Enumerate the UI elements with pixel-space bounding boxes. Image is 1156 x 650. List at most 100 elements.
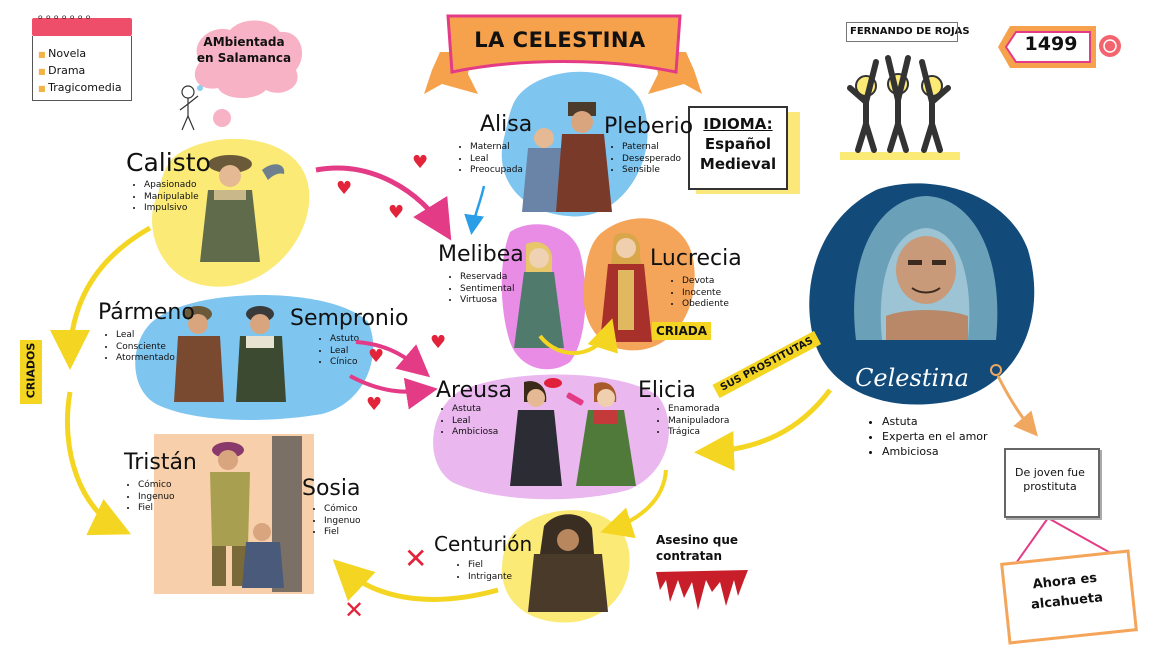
parent-arrow [464, 185, 486, 235]
elicia-name: Elicia [638, 378, 696, 403]
trait-item: Fiel [468, 560, 512, 572]
areusa-elicia-illustration [510, 381, 636, 486]
trait-item: Preocupada [470, 165, 523, 177]
calisto-illustration [200, 155, 285, 262]
genre-notepad: ᵒᵒᵒᵒᵒᵒᵒ ■ Novela ■ Drama ■ Tragicomedia [32, 12, 132, 102]
lucrecia-name: Lucrecia [650, 246, 742, 271]
centurion-name: Centurión [434, 532, 533, 556]
trait-item: Astuta [452, 404, 498, 416]
alisa-pleberio-illustration [522, 102, 612, 212]
setting-text: AMbientada en Salamanca [196, 35, 292, 65]
trait-item: Leal [330, 346, 359, 358]
pleberio-traits: Paternal Desesperado Sensible [610, 142, 681, 177]
trait-item: Intrigante [468, 572, 512, 584]
arrow-elicia-centurion [600, 469, 668, 539]
author-box [846, 22, 958, 42]
thinking-stick-figure [179, 85, 203, 131]
genre-item: ■ Tragicomedia [38, 81, 122, 94]
title-banner [424, 14, 702, 94]
trait-item: Leal [452, 416, 498, 428]
areusa-traits: Astuta Leal Ambiciosa [440, 404, 498, 439]
servants-arrow-calisto [50, 225, 152, 370]
heart-icon: ♥ [388, 202, 405, 223]
trait-item: Leal [470, 154, 523, 166]
past-note-text: De joven fue prostituta [1015, 466, 1085, 493]
trait-item: Leal [116, 330, 175, 342]
lips-icon [544, 378, 562, 388]
parmeno-name: Pármeno [98, 300, 195, 325]
heart-icon: ♥ [430, 332, 447, 353]
arrow-centurion-tristan [332, 559, 499, 602]
trait-item: Trágica [668, 427, 729, 439]
calisto-name: Calisto [126, 148, 211, 177]
alisa-traits: Maternal Leal Preocupada [458, 142, 523, 177]
parmeno-traits: Leal Consciente Atormentado [104, 330, 175, 365]
criada-label: CRIADA [652, 322, 712, 340]
language-value: Español [704, 135, 772, 153]
language-value-2: Medieval [699, 155, 777, 173]
love-arrow-calisto-melibea [315, 165, 452, 241]
asesino-label: Asesino que contratan [656, 533, 739, 563]
sosia-traits: Cómico Ingenuo Fiel [312, 504, 361, 539]
trait-item: Devota [682, 276, 729, 288]
trait-item: Inocente [682, 288, 729, 300]
trait-item: Impulsivo [144, 203, 199, 215]
trait-item: Virtuosa [460, 295, 515, 307]
criados-text: CRIADOS [24, 342, 38, 399]
servants-arrow-tristan [64, 391, 132, 536]
trait-item: Ambiciosa [452, 427, 498, 439]
melibea-illustration [514, 242, 564, 348]
celestina-illustration [854, 196, 998, 340]
trait-item: Consciente [116, 342, 175, 354]
trait-item: Fiel [138, 503, 175, 515]
tristan-traits: Cómico Ingenuo Fiel [126, 480, 175, 515]
trait-item: Cínico [330, 357, 359, 369]
tristan-name: Tristán [124, 450, 197, 475]
notepad-body [32, 36, 132, 101]
parmeno-sempronio-illustration [174, 306, 286, 402]
heart-icon: ♥ [336, 178, 353, 199]
lucrecia-illustration [600, 232, 652, 342]
love-arrow-parmeno-areusa [349, 374, 438, 410]
sempronio-name: Sempronio [290, 306, 409, 331]
genre-list: ■ Novela ■ Drama ■ Tragicomedia [38, 46, 122, 97]
trait-item: Ingenuo [324, 516, 361, 528]
people-lifting-icon [840, 55, 960, 160]
cross-icon: ✕ [404, 542, 428, 575]
past-arrow [996, 375, 1038, 437]
melibea-name: Melibea [438, 242, 524, 267]
prostitutes-arrow [694, 388, 832, 471]
sempronio-traits: Astuto Leal Cínico [318, 334, 359, 369]
trait-item: Apasionado [144, 180, 199, 192]
elicia-traits: Enamorada Manipuladora Trágica [656, 404, 729, 439]
alisa-name: Alisa [480, 112, 533, 137]
trait-item: Paternal [622, 142, 681, 154]
trait-item: Astuto [330, 334, 359, 346]
trait-item: Desesperado [622, 154, 681, 166]
trait-item: Astuta [882, 414, 988, 429]
trait-item: Maternal [470, 142, 523, 154]
lucrecia-traits: Devota Inocente Obediente [670, 276, 729, 311]
tristan-sosia-illustration [210, 436, 302, 592]
trait-item: Experta en el amor [882, 429, 988, 444]
trait-item: Atormentado [116, 353, 175, 365]
trait-item: Cómico [324, 504, 361, 516]
language-card: IDIOMA: Español Medieval [688, 106, 788, 190]
trait-item: Enamorada [668, 404, 729, 416]
past-note-card [1004, 448, 1100, 518]
title-text: LA CELESTINA [474, 28, 646, 52]
heart-icon: ♥ [366, 394, 383, 415]
love-arrow-sempronio-elicia [355, 340, 431, 378]
celestina-name: Celestina [855, 364, 969, 392]
cross-icon: ✕ [344, 596, 365, 624]
celestina-traits: Astuta Experta en el amor Ambiciosa [870, 414, 988, 459]
trait-item: Sensible [622, 165, 681, 177]
blood-splatter-icon [656, 570, 748, 610]
trait-item: Fiel [324, 527, 361, 539]
centurion-illustration [528, 514, 608, 612]
sosia-name: Sosia [302, 476, 361, 501]
areusa-name: Areusa [436, 378, 513, 403]
trait-item: Sentimental [460, 284, 515, 296]
author-label: FERNANDO DE ROJAS [850, 26, 970, 37]
